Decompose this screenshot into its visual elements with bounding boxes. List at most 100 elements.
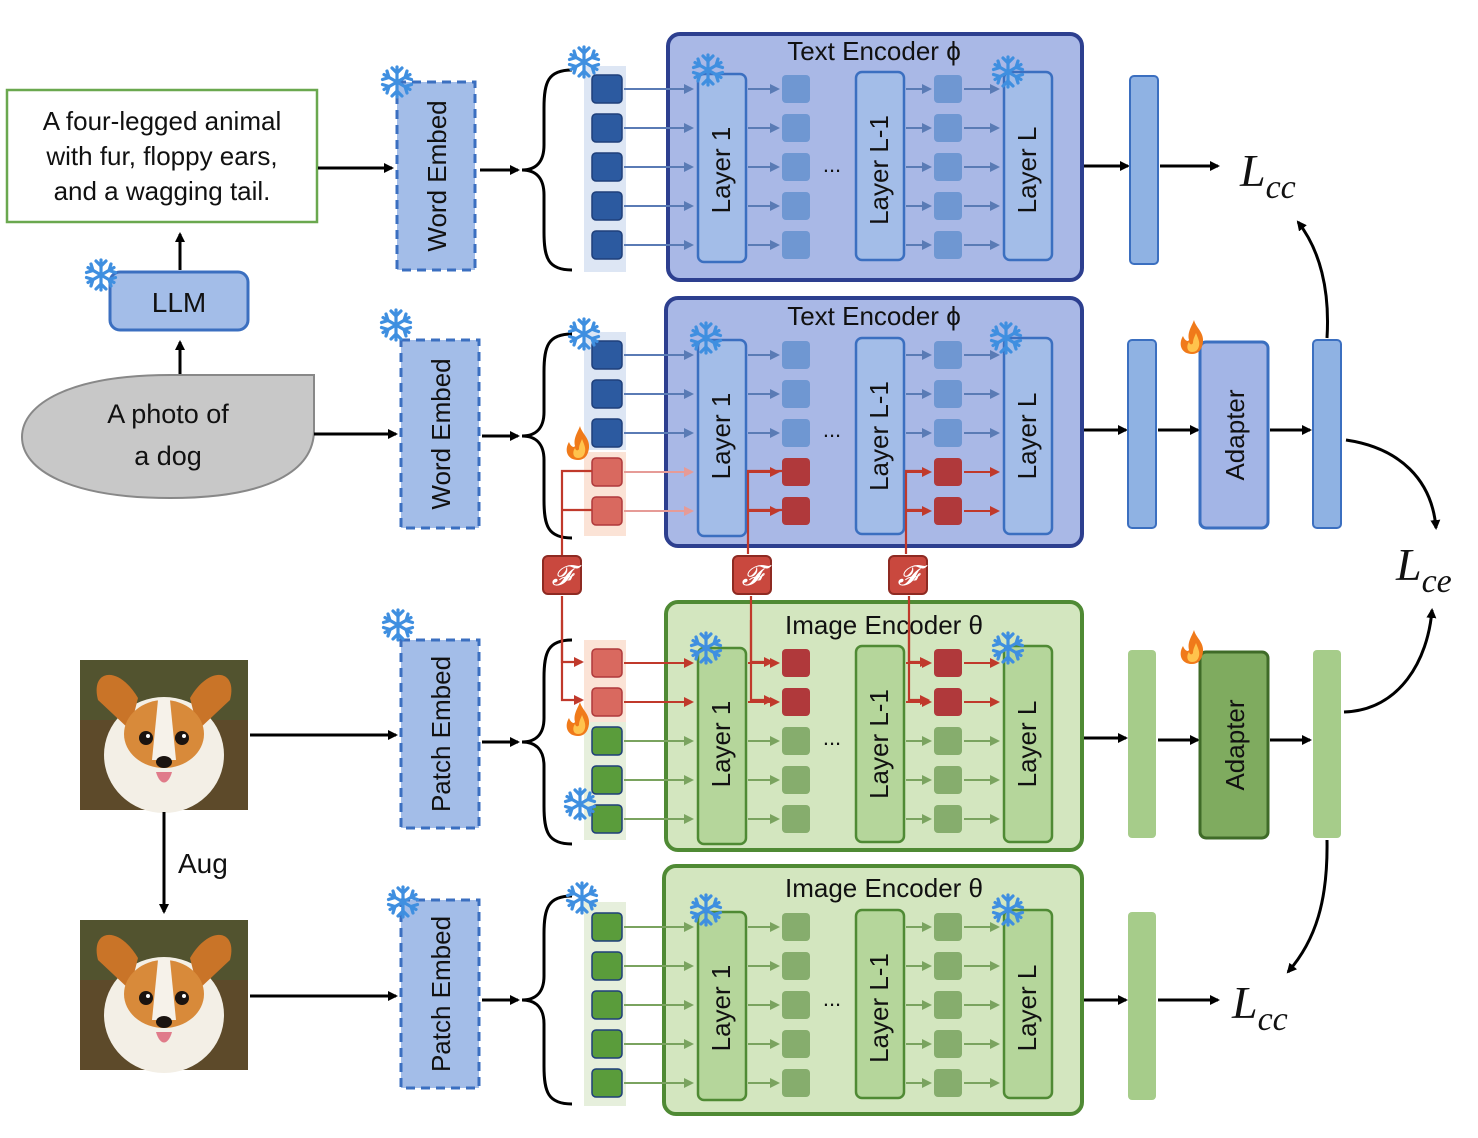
ellipsis: ... [823,725,841,750]
flame-icon [1180,630,1204,664]
hidden-token [934,380,962,408]
fusion-connections [560,469,930,705]
hidden-token [934,75,962,103]
encoder-layer: Layer L-1 [854,70,906,262]
input-token [591,648,623,678]
encoder-layer: Layer 1 [696,72,748,264]
hidden-token [934,766,962,794]
input-token [591,951,623,981]
input-token [591,687,623,717]
hidden-token [782,952,810,980]
snowflake-icon [379,308,413,342]
hidden-token [934,727,962,755]
text-feature-bar [1129,75,1159,265]
hidden-token [934,192,962,220]
image-feature-bar [1128,912,1156,1100]
hidden-token [934,231,962,259]
token-brace [521,332,573,540]
encoder-layer: Layer 1 [696,910,748,1102]
hidden-token [934,153,962,181]
hidden-token [782,458,810,486]
layer-label: Layer L-1 [864,953,894,1063]
image-to-lce-curve [1343,608,1437,714]
hidden-token [782,805,810,833]
encoder-layer: Layer L-1 [854,336,906,536]
prompt-line-1: A photo of [107,399,229,429]
caption-line-2: with fur, floppy ears, [45,141,277,171]
hidden-token [782,688,810,716]
hidden-token [782,766,810,794]
layer-label: Layer L [1012,965,1042,1052]
hidden-token [782,114,810,142]
hidden-token [934,419,962,447]
hidden-token [934,952,962,980]
input-token [591,457,623,487]
input-token [591,113,623,143]
input-token [591,152,623,182]
input-token [591,379,623,409]
prompt-bubble: A photo of a dog [20,374,315,500]
hidden-token [782,991,810,1019]
hidden-token [782,231,810,259]
hidden-token [934,991,962,1019]
layer-label: Layer 1 [706,701,736,788]
hidden-token [934,1069,962,1097]
llm-label: LLM [152,287,206,318]
aug-label: Aug [178,848,228,879]
encoder-layer: Layer 1 [696,646,748,846]
hidden-token [782,497,810,525]
llm-block: LLM [108,270,250,332]
hidden-token [934,649,962,677]
hidden-token [934,458,962,486]
ellipsis: ... [823,417,841,442]
layer-label: Layer L [1012,701,1042,788]
input-token [591,1068,623,1098]
adapted-text-feature-bar [1312,339,1342,529]
input-token [591,1029,623,1059]
fusion-block: 𝓕 [732,555,772,595]
input-token [591,230,623,260]
layer-label: Layer L-1 [864,115,894,225]
image-encoder-title: Image Encoder θ [785,873,983,903]
hidden-token [782,153,810,181]
hidden-token [934,913,962,941]
hidden-token [782,419,810,447]
text-to-lce-curve [1345,438,1441,530]
snowflake-icon [381,608,415,642]
dog-photo [80,660,248,813]
hidden-token [934,805,962,833]
text-adapter: Adapter [1198,340,1270,530]
image-adapter: Adapter [1198,650,1270,840]
input-token [591,496,623,526]
layer-label: Layer 1 [706,393,736,480]
dog-photo-augmented [80,920,248,1073]
hidden-token [782,192,810,220]
fusion-block: 𝓕 [542,555,582,595]
hidden-token [934,341,962,369]
prompt-line-2: a dog [134,441,202,471]
flame-icon [1180,320,1204,354]
snowflake-icon [567,45,601,79]
input-token [591,418,623,448]
patch-embed-2: Patch Embed [399,898,481,1090]
hidden-token [934,1030,962,1058]
layer-label: Layer 1 [706,965,736,1052]
layer-label: Layer L-1 [864,689,894,799]
encoder-layer: Layer L [1002,70,1054,262]
token-grid [591,74,1000,1098]
loss-cc-bottom: Lcc [1231,977,1288,1038]
input-token [591,804,623,834]
word-embed-2: Word Embed [399,338,481,530]
text-feature-bar [1127,339,1157,529]
hidden-token [782,75,810,103]
encoder-layer: Layer 1 [696,338,748,538]
encoder-layer: Layer L-1 [854,908,906,1100]
hidden-token [782,1069,810,1097]
ellipsis: ... [823,986,841,1011]
hidden-token [934,688,962,716]
encoder-layer: Layer L [1002,908,1054,1100]
layer-label: Layer L [1012,393,1042,480]
input-token [591,990,623,1020]
